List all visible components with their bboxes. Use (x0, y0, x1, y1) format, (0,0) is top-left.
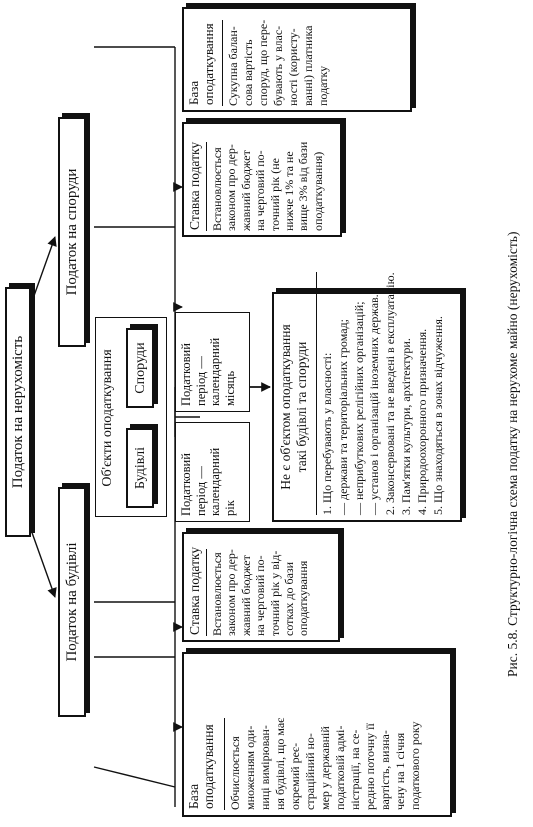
objects-buildings-label: Будівлі (133, 446, 148, 490)
objects-box: Об'єкти оподаткування Будівлі Споруди (95, 317, 167, 517)
figure-caption: Рис. 5.8. Структурно-логічна схема подат… (505, 231, 520, 677)
not-object-title: Не є об'єктом оподаткування такі будівлі… (278, 324, 309, 490)
period-buildings-text: Податковий період — календарний рік (179, 447, 237, 516)
base-structures-box: База оподаткування Сукупна балан- сова в… (182, 7, 412, 112)
base-buildings-box: База оподаткування Обчислюється множення… (182, 652, 452, 817)
period-buildings-box: Податковий період — календарний рік (175, 422, 250, 522)
branch-buildings: Податок на будівлі (58, 487, 86, 717)
base-structures-body: Сукупна балан- сова вартість споруд, що … (222, 19, 331, 106)
not-object-items: 1. Що перебувають у власності: — держави… (316, 272, 447, 515)
rate-buildings-body: Встановлюється законом про дер- жавний б… (206, 549, 311, 636)
not-object-box: Не є об'єктом оподаткування такі будівлі… (272, 272, 462, 522)
branch-structures: Податок на споруди (58, 117, 86, 347)
objects-title: Об'єкти оподаткування (100, 349, 115, 487)
objects-buildings-box: Будівлі (126, 428, 154, 508)
branch-buildings-label: Податок на будівлі (64, 542, 80, 662)
branch-structures-label: Податок на споруди (64, 168, 80, 296)
rate-structures-title: Ставка податку (187, 141, 202, 230)
base-structures-title: База оподаткування (186, 23, 216, 105)
rate-structures-body: Встановлюється законом про дер- жавний б… (206, 141, 326, 231)
root-box: Податок на нерухомість (5, 287, 31, 537)
rate-buildings-box: Ставка податку Встановлюється законом пр… (182, 532, 340, 642)
base-buildings-body: Обчислюється множенням оди- ниці вимірюв… (224, 717, 423, 810)
rate-structures-box: Ставка податку Встановлюється законом пр… (182, 122, 342, 237)
objects-structures-box: Споруди (126, 328, 154, 408)
root-label: Податок на нерухомість (10, 335, 26, 489)
base-buildings-title: База оподаткування (186, 724, 216, 809)
rate-buildings-title: Ставка податку (187, 546, 202, 635)
period-structures-text: Податковий період — календарний місяць (179, 337, 237, 406)
objects-structures-label: Споруди (133, 342, 148, 394)
period-structures-box: Податковий період — календарний місяць (175, 312, 250, 412)
